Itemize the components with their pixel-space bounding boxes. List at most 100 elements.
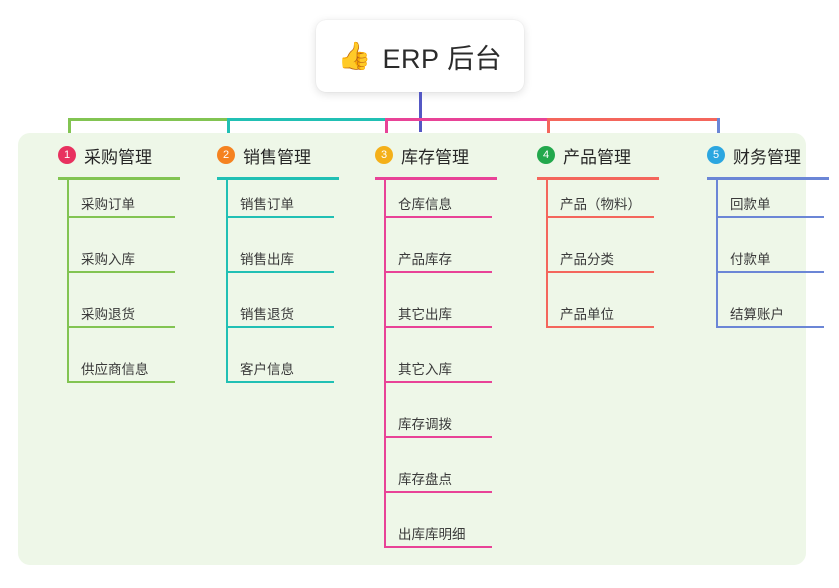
leaf-underline (67, 381, 175, 383)
branch-index-badge: 3 (375, 146, 393, 164)
leaf-node[interactable]: 销售出库 (226, 245, 334, 273)
leaf-underline (384, 216, 492, 218)
leaf-node[interactable]: 采购订单 (67, 190, 175, 218)
bus-segment-4 (547, 118, 720, 121)
branch-header-1[interactable]: 1 采购管理 (48, 133, 208, 177)
bus-segment-3 (385, 118, 550, 121)
branch-spine (67, 180, 69, 383)
leaf-underline (67, 216, 175, 218)
bus-segment-2 (227, 118, 388, 121)
leaf-node[interactable]: 回款单 (716, 190, 824, 218)
leaf-node-label: 仓库信息 (398, 197, 452, 212)
branch-title-label: 采购管理 (84, 147, 152, 167)
branch-index-badge: 5 (707, 146, 725, 164)
branch-index-badge: 1 (58, 146, 76, 164)
branch-header-2[interactable]: 2 销售管理 (207, 133, 367, 177)
leaf-node-label: 产品单位 (560, 307, 614, 322)
leaf-node-label: 产品库存 (398, 252, 452, 267)
leaf-node[interactable]: 采购入库 (67, 245, 175, 273)
leaf-underline (67, 326, 175, 328)
leaf-node-label: 库存调拨 (398, 417, 452, 432)
leaf-node[interactable]: 客户信息 (226, 355, 334, 383)
leaf-node-label: 回款单 (730, 197, 771, 212)
leaf-node[interactable]: 库存调拨 (384, 410, 492, 438)
leaf-underline (546, 326, 654, 328)
leaf-node[interactable]: 销售订单 (226, 190, 334, 218)
branch-underline (217, 177, 339, 180)
branch-spine (716, 180, 718, 328)
leaf-node[interactable]: 产品单位 (546, 300, 654, 328)
leaf-node-label: 销售订单 (240, 197, 294, 212)
leaf-node[interactable]: 产品库存 (384, 245, 492, 273)
branch-connector-2 (227, 118, 230, 146)
branch-column-4: 4 产品管理产品（物料） 产品分类产品单位 (527, 133, 687, 328)
leaf-node-label: 结算账户 (730, 307, 784, 322)
leaf-underline (716, 326, 824, 328)
branch-column-1: 1 采购管理采购订单采购入库采购退货供应商信息 (48, 133, 208, 383)
branch-title-label: 销售管理 (243, 147, 311, 167)
leaf-node-label: 供应商信息 (81, 362, 149, 377)
leaf-node[interactable]: 其它出库 (384, 300, 492, 328)
leaf-node[interactable]: 结算账户 (716, 300, 824, 328)
leaf-node[interactable]: 产品分类 (546, 245, 654, 273)
leaf-node[interactable]: 供应商信息 (67, 355, 175, 383)
leaf-node[interactable]: 出库库明细 (384, 520, 492, 548)
branch-column-2: 2 销售管理销售订单销售出库销售退货客户信息 (207, 133, 367, 383)
leaf-node-label: 采购退货 (81, 307, 135, 322)
leaf-node-label: 销售退货 (240, 307, 294, 322)
branch-spine (546, 180, 548, 328)
leaf-underline (384, 271, 492, 273)
leaf-underline (226, 381, 334, 383)
branch-index-badge: 4 (537, 146, 555, 164)
leaf-underline (384, 436, 492, 438)
leaf-underline (226, 271, 334, 273)
leaf-underline (716, 271, 824, 273)
branch-header-4[interactable]: 4 产品管理 (527, 133, 687, 177)
root-node-card[interactable]: 👍 ERP 后台 (316, 20, 524, 92)
branch-header-3[interactable]: 3 库存管理 (365, 133, 525, 177)
branch-underline (707, 177, 829, 180)
leaf-node[interactable]: 产品（物料） (546, 190, 654, 218)
leaf-node-label: 客户信息 (240, 362, 294, 377)
bus-segment-1 (68, 118, 230, 121)
branch-underline (58, 177, 180, 180)
leaf-underline (226, 326, 334, 328)
leaf-node-label: 付款单 (730, 252, 771, 267)
leaf-underline (226, 216, 334, 218)
root-node-label: ERP 后台 (382, 43, 503, 74)
leaf-node[interactable]: 仓库信息 (384, 190, 492, 218)
leaf-node-label: 产品（物料） (560, 197, 641, 212)
branch-connector-3 (385, 118, 388, 146)
leaf-node[interactable]: 销售退货 (226, 300, 334, 328)
branch-underline (375, 177, 497, 180)
branch-index-badge: 2 (217, 146, 235, 164)
leaf-node[interactable]: 库存盘点 (384, 465, 492, 493)
leaf-node[interactable]: 付款单 (716, 245, 824, 273)
leaf-node-label: 其它入库 (398, 362, 452, 377)
leaf-underline (546, 271, 654, 273)
branch-title-label: 库存管理 (401, 147, 469, 167)
leaf-underline (384, 546, 492, 548)
branches-panel: 1 采购管理采购订单采购入库采购退货供应商信息 2 销售管理销售订单销售出库销售退货客… (18, 133, 829, 565)
leaf-node-label: 销售出库 (240, 252, 294, 267)
leaf-node[interactable]: 其它入库 (384, 355, 492, 383)
leaf-node-label: 采购订单 (81, 197, 135, 212)
branch-column-3: 3 库存管理仓库信息产品库存其它出库其它入库库存调拨库存盘点出库库明细 (365, 133, 525, 548)
leaf-underline (384, 491, 492, 493)
branch-underline (537, 177, 659, 180)
branch-spine (226, 180, 228, 383)
leaf-underline (67, 271, 175, 273)
branch-connector-5 (717, 118, 720, 146)
leaf-node-label: 库存盘点 (398, 472, 452, 487)
branch-spine (384, 180, 386, 548)
branch-title-label: 产品管理 (563, 147, 631, 167)
leaf-node-label: 出库库明细 (398, 527, 466, 542)
leaf-underline (716, 216, 824, 218)
root-trunk-connector (419, 92, 422, 132)
branch-connector-4 (547, 118, 550, 146)
leaf-node[interactable]: 采购退货 (67, 300, 175, 328)
leaf-underline (546, 216, 654, 218)
branch-connector-1 (68, 118, 71, 146)
